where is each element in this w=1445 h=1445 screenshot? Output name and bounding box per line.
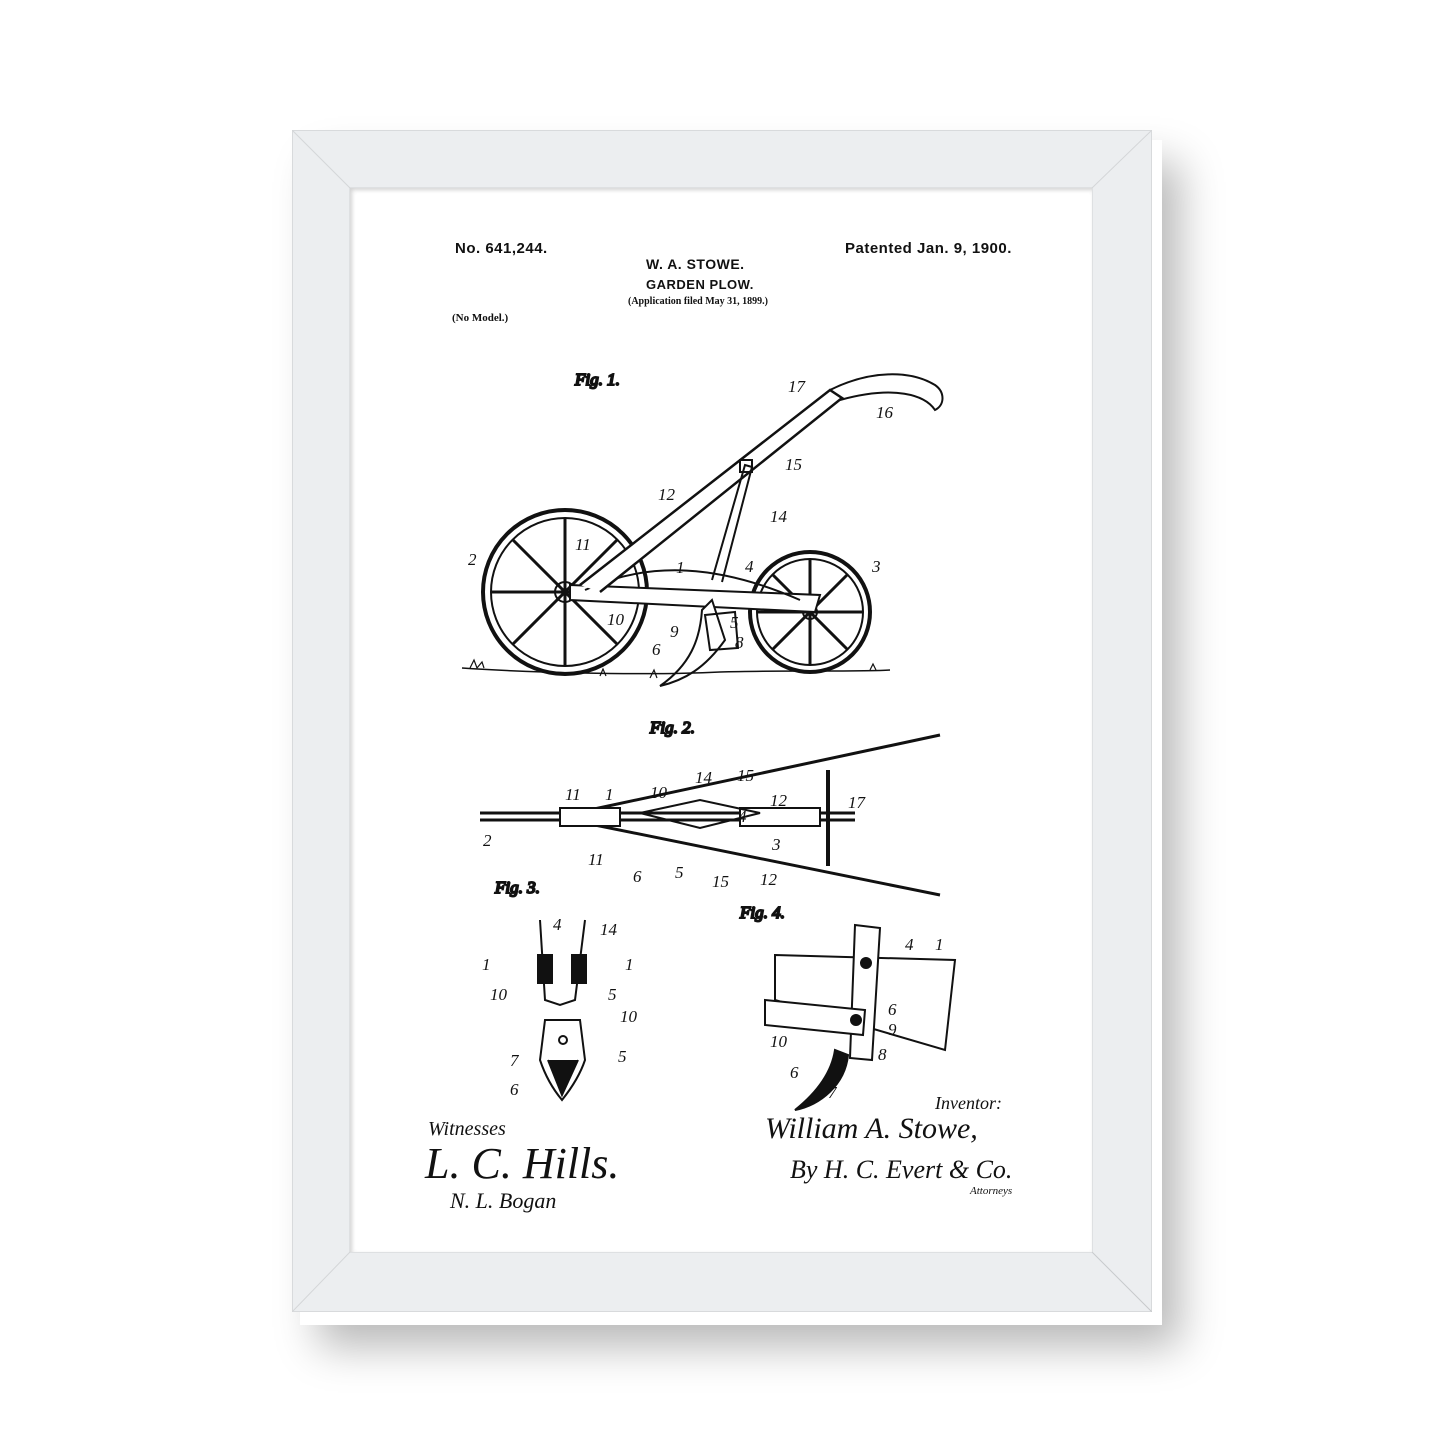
part-number-label: 10: [620, 1007, 638, 1026]
part-number-label: 6: [510, 1080, 519, 1099]
inventor-heading: W. A. STOWE.: [646, 256, 745, 272]
figure-3: Fig. 3. 4 14 1 1 5 10 10 7 5 6: [482, 877, 638, 1102]
part-number-label: 15: [785, 455, 802, 474]
part-number-label: 11: [575, 535, 591, 554]
inventor-label: Inventor:: [935, 1093, 1002, 1113]
part-number-label: 3: [871, 557, 881, 576]
part-number-label: 10: [650, 783, 668, 802]
part-number-label: 16: [876, 403, 894, 422]
fig1-part-numbers: 17 16 15 12 14 2 11 1 4 3 10 9 5 8 6: [468, 377, 894, 659]
fig2-label: Fig. 2.: [649, 718, 695, 737]
part-number-label: 12: [760, 870, 778, 889]
part-number-label: 5: [675, 863, 684, 882]
part-number-label: 6: [652, 640, 661, 659]
patent-number: No. 641,244.: [455, 240, 548, 257]
witness-signature-2: N. L. Bogan: [450, 1188, 557, 1213]
fig4-label: Fig. 4.: [739, 903, 785, 922]
fig1-label: Fig. 1.: [574, 370, 620, 389]
part-number-label: 6: [888, 1000, 897, 1019]
part-number-label: 1: [676, 558, 685, 577]
patent-date: Patented Jan. 9, 1900.: [845, 240, 1012, 257]
part-number-label: 10: [490, 985, 508, 1004]
part-number-label: 4: [738, 807, 747, 826]
part-number-label: 2: [468, 550, 477, 569]
part-number-label: 4: [745, 557, 754, 576]
part-number-label: 14: [770, 507, 788, 526]
figure-1: Fig. 1.: [461, 369, 944, 687]
figure-2: Fig. 2. 14 15 11 1 10 12 17 4 2 3 11 6 5…: [480, 717, 941, 897]
part-number-label: 6: [633, 867, 642, 886]
fig2-part-numbers: 14 15 11 1 10 12 17 4 2 3 11 6 5 15 12: [483, 766, 867, 891]
part-number-label: 12: [658, 485, 676, 504]
part-number-label: 12: [770, 791, 788, 810]
part-number-label: 9: [888, 1020, 897, 1039]
part-number-label: 3: [771, 835, 781, 854]
fig3-part-numbers: 4 14 1 1 5 10 10 7 5 6: [482, 915, 638, 1099]
part-number-label: 10: [770, 1032, 788, 1051]
part-number-label: 14: [600, 920, 618, 939]
part-number-label: 5: [618, 1047, 627, 1066]
part-number-label: 5: [608, 985, 617, 1004]
inventor-signature: William A. Stowe,: [765, 1112, 978, 1145]
part-number-label: 8: [735, 633, 744, 652]
part-number-label: 11: [565, 785, 581, 804]
part-number-label: 9: [670, 622, 679, 641]
attorneys-label: Attorneys: [970, 1185, 1013, 1197]
figure-4: Fig. 4. 4 1 6 9 8 10 6 7: [738, 902, 957, 1111]
witnesses-label: Witnesses: [428, 1118, 506, 1140]
print-mat: [350, 188, 1092, 1252]
part-number-label: 14: [695, 768, 713, 787]
model-note: (No Model.): [452, 312, 509, 324]
part-number-label: 17: [788, 377, 807, 396]
part-number-label: 1: [482, 955, 491, 974]
part-number-label: 7: [828, 1083, 838, 1102]
part-number-label: 6: [790, 1063, 799, 1082]
patent-title: GARDEN PLOW.: [646, 277, 754, 292]
fig4-part-numbers: 4 1 6 9 8 10 6 7: [770, 935, 944, 1102]
witness-signature-1: L. C. Hills.: [425, 1139, 620, 1188]
part-number-label: 1: [625, 955, 634, 974]
part-number-label: 8: [878, 1045, 887, 1064]
application-note: (Application filed May 31, 1899.): [628, 296, 768, 307]
attorney-signature: By H. C. Evert & Co.: [790, 1155, 1013, 1184]
part-number-label: 5: [730, 613, 739, 632]
part-number-label: 15: [712, 872, 729, 891]
part-number-label: 4: [553, 915, 562, 934]
part-number-label: 17: [848, 793, 867, 812]
part-number-label: 15: [737, 766, 754, 785]
part-number-label: 1: [935, 935, 944, 954]
part-number-label: 1: [605, 785, 614, 804]
part-number-label: 10: [607, 610, 625, 629]
part-number-label: 4: [905, 935, 914, 954]
part-number-label: 2: [483, 831, 492, 850]
part-number-label: 7: [510, 1051, 520, 1070]
fig3-label: Fig. 3.: [494, 878, 540, 897]
part-number-label: 11: [588, 850, 604, 869]
